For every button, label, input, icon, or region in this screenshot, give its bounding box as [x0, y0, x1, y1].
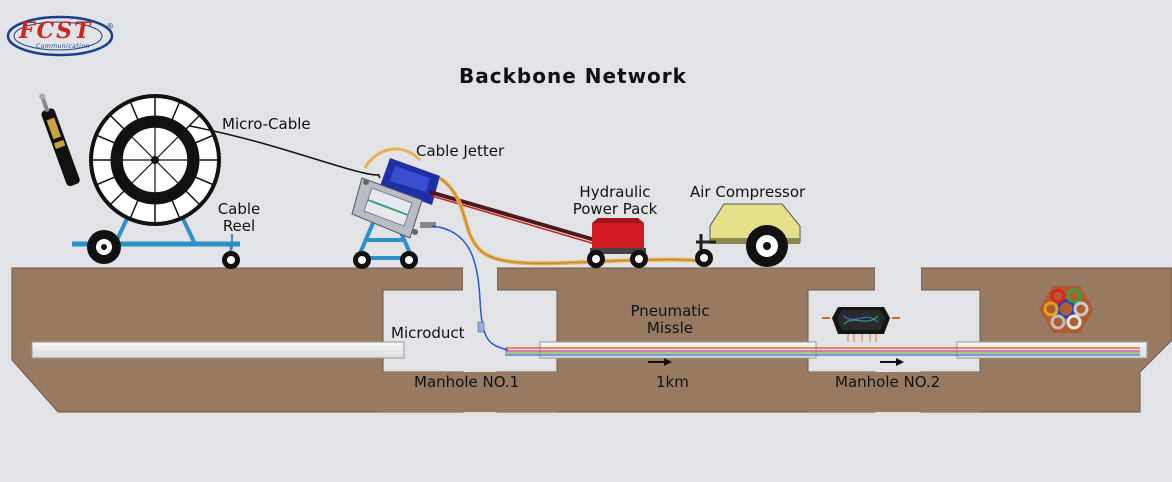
duct-segment-2	[539, 341, 817, 359]
cable-reel-icon	[72, 94, 240, 269]
label-cable-reel: Cable Reel	[210, 201, 268, 235]
label-manhole-1: Manhole NO.1	[414, 373, 520, 391]
splice-closure-icon	[822, 307, 900, 342]
micro-cable-line	[189, 125, 381, 179]
manhole-1-pit-top	[463, 268, 497, 292]
label-hydraulic-line2: Power Pack	[572, 200, 658, 218]
label-microduct: Microduct	[391, 324, 465, 342]
duct-segment-3	[956, 341, 1148, 359]
air-compressor-icon	[695, 203, 801, 267]
label-manhole-2: Manhole NO.2	[835, 373, 941, 391]
microduct-line	[431, 225, 509, 351]
label-cable-reel-line1: Cable	[217, 200, 261, 218]
logo-registered-mark: ®	[106, 22, 114, 31]
manhole-2-pit-top	[875, 268, 921, 292]
label-hydraulic-line1: Hydraulic	[579, 183, 651, 201]
label-air-compressor: Air Compressor	[690, 183, 806, 201]
label-pneumatic-missle: Pneumatic Missle	[622, 303, 718, 337]
page-title: Backbone Network	[459, 64, 687, 88]
logo-tagline: Communication	[36, 43, 90, 50]
label-hydraulic-power-pack: Hydraulic Power Pack	[562, 184, 668, 218]
arrow-right-icon	[648, 358, 672, 366]
microduct-bundle-icon	[1039, 286, 1094, 333]
arrow-right-icon	[880, 358, 904, 366]
label-micro-cable: Micro-Cable	[222, 115, 311, 133]
cable-jetter-icon	[351, 147, 440, 269]
label-cable-reel-line2: Reel	[222, 217, 256, 235]
fcst-logo-icon	[6, 15, 114, 57]
label-pneumatic-line1: Pneumatic	[630, 302, 710, 320]
cable-cross-section-icon	[39, 93, 80, 187]
label-distance: 1km	[656, 373, 689, 391]
ground	[11, 267, 1172, 413]
logo-brand: FCST	[19, 18, 93, 44]
label-pneumatic-line2: Missle	[646, 319, 694, 337]
hydraulic-power-pack-icon	[587, 218, 648, 268]
duct-segment-1	[31, 341, 405, 359]
label-cable-jetter: Cable Jetter	[416, 142, 505, 160]
underground-duct	[31, 341, 1148, 359]
